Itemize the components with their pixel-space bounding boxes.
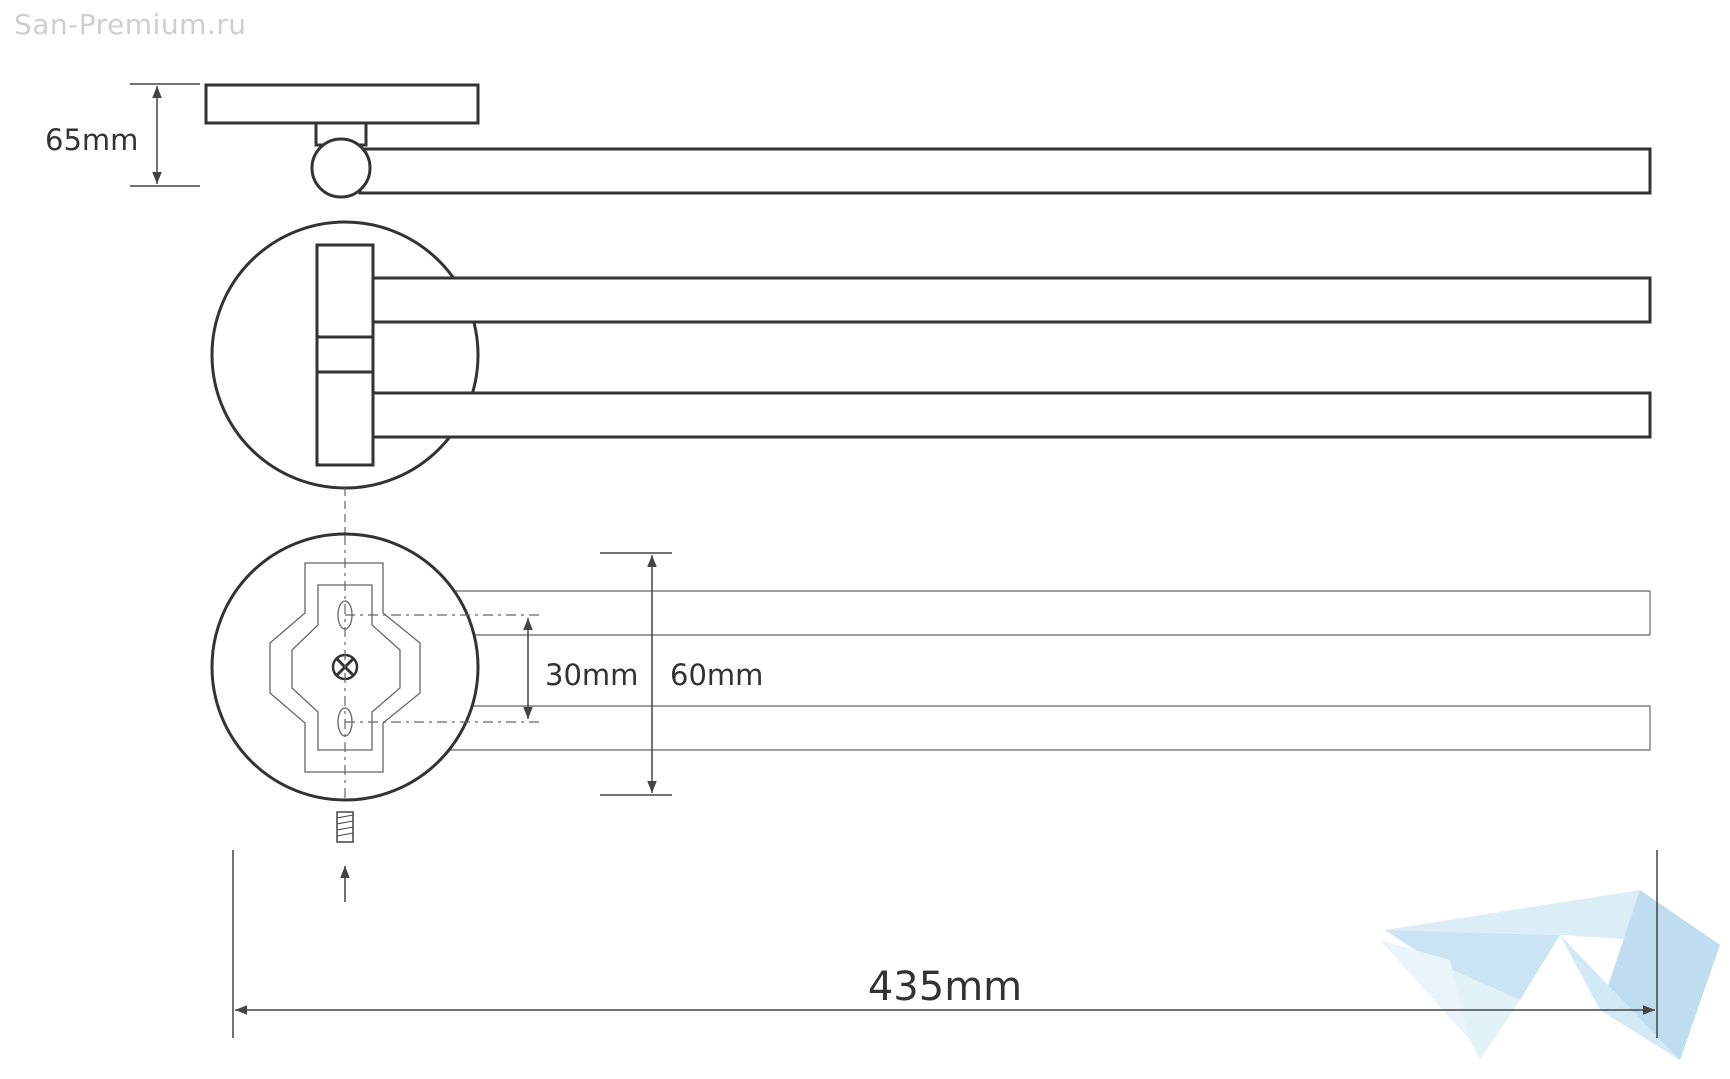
- front-view: [210, 220, 1652, 490]
- towel-bar-upper: [370, 276, 1652, 324]
- brand-logo-watermark: [1380, 890, 1720, 1060]
- mounting-view: [210, 532, 1651, 902]
- towel-bar-side: [358, 147, 1652, 195]
- mounting-plate-outline: [269, 562, 421, 773]
- site-watermark: San-Premium.ru: [14, 8, 247, 41]
- pivot-joint: [310, 137, 372, 199]
- height-dimension: [130, 83, 200, 187]
- bar-spacing-label: 60mm: [670, 658, 763, 692]
- towel-bar-lower: [370, 391, 1652, 439]
- hole-spacing-label: 30mm: [545, 658, 638, 692]
- length-label: 435mm: [868, 964, 1022, 1010]
- side-view: [204, 83, 1652, 199]
- bar-spacing-dimension: [600, 552, 672, 796]
- swivel-block: [315, 243, 375, 467]
- wall-plate-side: [204, 83, 480, 125]
- set-screw-icon: [336, 811, 354, 843]
- length-dimension: [232, 850, 1658, 1038]
- height-label: 65mm: [45, 123, 138, 157]
